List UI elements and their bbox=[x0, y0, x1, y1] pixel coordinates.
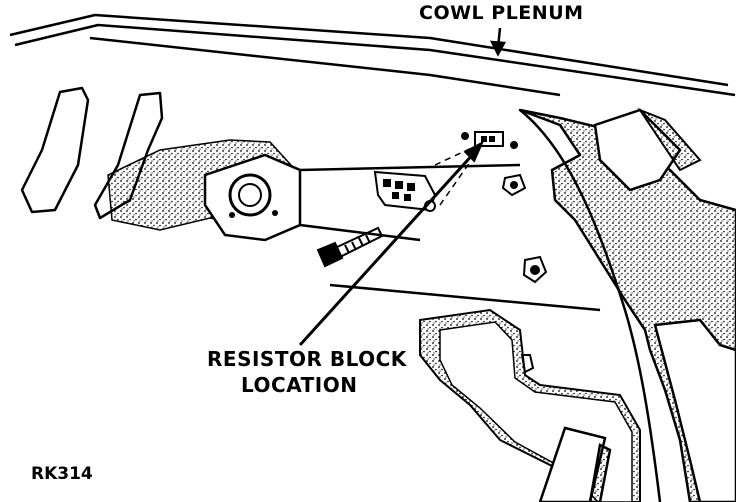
cowl-plenum-label: COWL PLENUM bbox=[419, 2, 584, 24]
cowl-edge-curves bbox=[299, 109, 662, 502]
location-label: LOCATION bbox=[241, 373, 358, 397]
right-pillar bbox=[518, 107, 736, 502]
resistor-block-part bbox=[373, 170, 437, 212]
resistor-block-installed bbox=[461, 131, 518, 149]
figure-id-label: RK314 bbox=[31, 464, 93, 484]
cowl-plenum-arrow bbox=[489, 27, 507, 57]
resistor-location-arrow bbox=[298, 140, 485, 347]
bottom-hood-edge bbox=[538, 426, 612, 502]
blower-mount-plate bbox=[203, 153, 302, 242]
alignment-lines bbox=[434, 144, 479, 206]
cowl-top-panel bbox=[9, 13, 736, 97]
resistor-block-label: RESISTOR BLOCK bbox=[207, 347, 407, 371]
